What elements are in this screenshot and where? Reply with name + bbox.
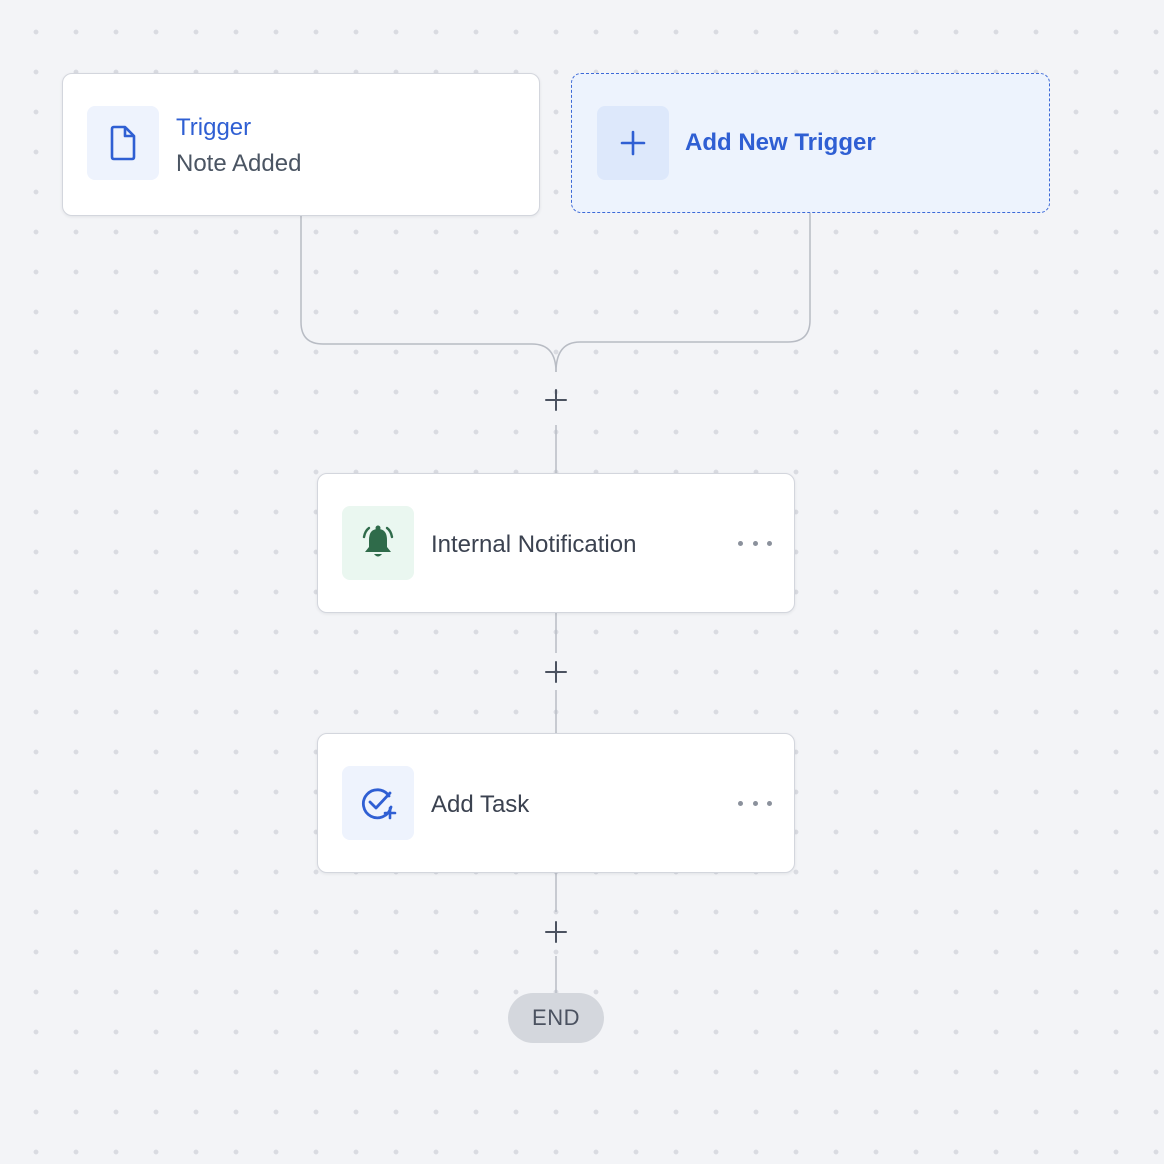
plus-icon <box>545 661 567 683</box>
action-card-add-task[interactable]: Add Task <box>317 733 795 873</box>
more-options-button[interactable] <box>738 794 772 812</box>
add-step-button[interactable] <box>541 917 571 947</box>
more-dot <box>738 540 743 546</box>
more-dot <box>767 800 772 806</box>
add-new-trigger-label: Add New Trigger <box>685 129 876 156</box>
action-label: Internal Notification <box>431 531 637 558</box>
trigger-event-name: Note Added <box>176 150 302 177</box>
plus-icon <box>545 921 567 943</box>
add-new-trigger-button[interactable]: Add New Trigger <box>571 73 1050 213</box>
more-options-button[interactable] <box>738 534 772 552</box>
more-dot <box>767 540 772 546</box>
end-badge: END <box>508 993 604 1043</box>
action-card-internal-notification[interactable]: Internal Notification <box>317 473 795 613</box>
add-step-button[interactable] <box>541 657 571 687</box>
action-label: Add Task <box>431 791 530 818</box>
bell-icon <box>342 506 414 580</box>
document-icon <box>87 106 159 180</box>
task-check-add-icon <box>342 766 414 840</box>
more-dot <box>752 800 758 806</box>
plus-icon <box>545 389 567 411</box>
add-step-button[interactable] <box>541 385 571 415</box>
more-dot <box>738 800 743 806</box>
trigger-title: Trigger <box>176 114 252 141</box>
more-dot <box>752 540 758 546</box>
trigger-card[interactable]: Trigger Note Added <box>62 73 540 216</box>
plus-icon <box>597 106 669 180</box>
